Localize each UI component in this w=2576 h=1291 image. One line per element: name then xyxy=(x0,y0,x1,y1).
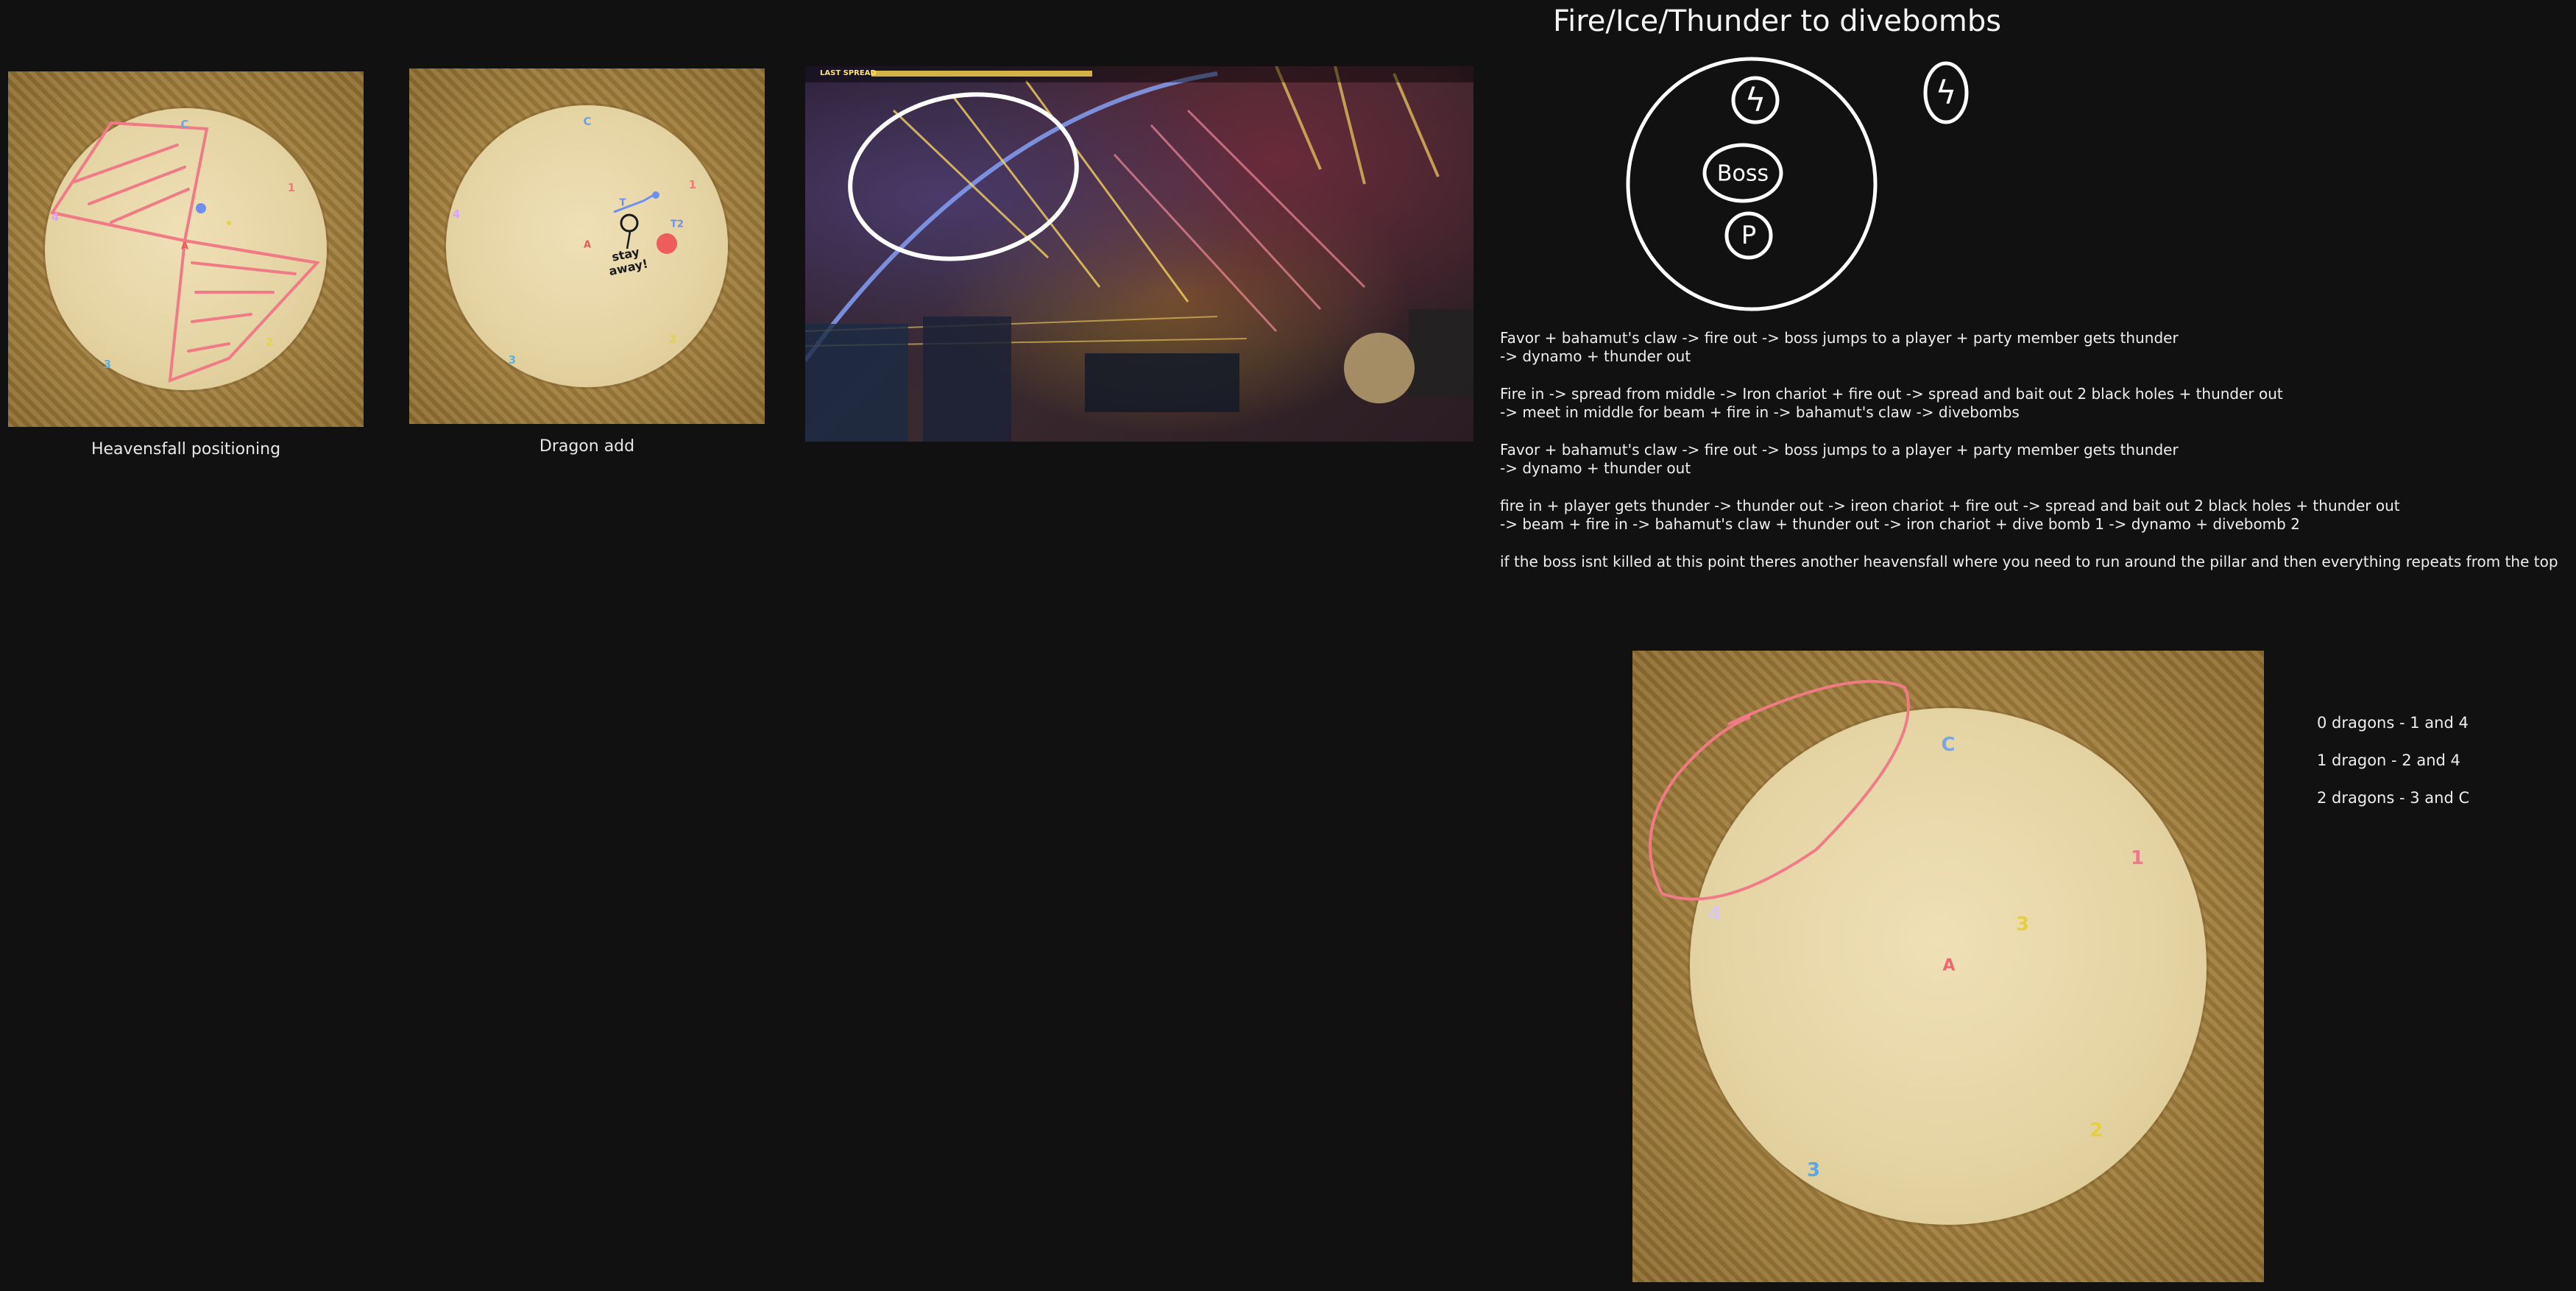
boss-label: Boss xyxy=(1716,160,1769,187)
note-line: Favor + bahamut's claw -> fire out -> bo… xyxy=(1500,441,2179,477)
marker-1: 1 xyxy=(688,178,697,191)
dragon-rule: 0 dragons - 1 and 4 xyxy=(2317,714,2469,732)
marker-1: 1 xyxy=(2130,847,2145,869)
dragon-rule: 1 dragon - 2 and 4 xyxy=(2317,751,2460,769)
heavensfall-drawing xyxy=(49,121,320,383)
arena-floor xyxy=(45,108,327,390)
tank-label: T xyxy=(619,197,626,209)
marker-3: 3 xyxy=(2015,913,2030,935)
marker-3: 3 xyxy=(508,353,517,367)
note-line: fire in + player gets thunder -> thunder… xyxy=(1500,497,2400,533)
marker-2: 2 xyxy=(668,333,677,346)
screenshot-effects xyxy=(805,66,1473,442)
dragon-rule: 2 dragons - 3 and C xyxy=(2317,789,2470,807)
danger-loop-drawing xyxy=(1649,679,1910,901)
marker-4: 4 xyxy=(1708,903,1722,925)
marker-c: C xyxy=(1941,734,1956,756)
dragon-marker-arena-image: C 1 4 3 A 2 3 xyxy=(1632,651,2264,1282)
hud-label: LAST SPREAD xyxy=(820,69,877,77)
dragon-rules: 0 dragons - 1 and 4 1 dragon - 2 and 4 2… xyxy=(2317,714,2560,827)
dragon-add-arena-image: C 1 4 3 2 A T T2 stay away! xyxy=(409,68,765,424)
note-line: Fire in -> spread from middle -> Iron ch… xyxy=(1500,385,2283,421)
marker-2: 2 xyxy=(265,336,274,349)
player-label: P xyxy=(1741,221,1757,250)
thunder-icon: ϟ xyxy=(1935,74,1957,112)
diagram-title: Fire/Ice/Thunder to divebombs xyxy=(1553,4,2002,38)
note-line: if the boss isnt killed at this point th… xyxy=(1500,553,2558,570)
arena-floor xyxy=(1690,708,2207,1225)
boss-position-diagram xyxy=(1626,57,1969,311)
marker-4: 4 xyxy=(51,211,60,224)
marker-c: C xyxy=(583,115,592,128)
gameplay-screenshot: LAST SPREAD xyxy=(805,66,1473,442)
heavensfall-caption: Heavensfall positioning xyxy=(91,440,281,459)
dragon-add-caption: Dragon add xyxy=(539,437,635,456)
dragon-add-drawing xyxy=(613,194,677,254)
marker-3: 3 xyxy=(103,358,112,371)
marker-1: 1 xyxy=(287,181,296,194)
marker-2: 2 xyxy=(2089,1120,2103,1142)
marker-a: A xyxy=(1942,956,1956,975)
marker-4: 4 xyxy=(452,208,461,221)
player-dot xyxy=(196,203,206,213)
tank2-label: T2 xyxy=(670,219,684,230)
tank-dot xyxy=(652,191,659,199)
marker-3-bottom: 3 xyxy=(1806,1159,1821,1181)
marker-a: A xyxy=(583,239,592,251)
marker-a: A xyxy=(180,241,189,252)
thunder-icon: ϟ xyxy=(1744,81,1766,119)
marker-c: C xyxy=(180,118,189,131)
marker-b-dot xyxy=(227,221,231,225)
note-line: Favor + bahamut's claw -> fire out -> bo… xyxy=(1500,329,2179,365)
mechanic-notes: Favor + bahamut's claw -> fire out -> bo… xyxy=(1500,329,2567,590)
heavensfall-arena-image: C 1 4 3 2 A xyxy=(8,71,364,427)
arena-floor xyxy=(446,105,728,387)
